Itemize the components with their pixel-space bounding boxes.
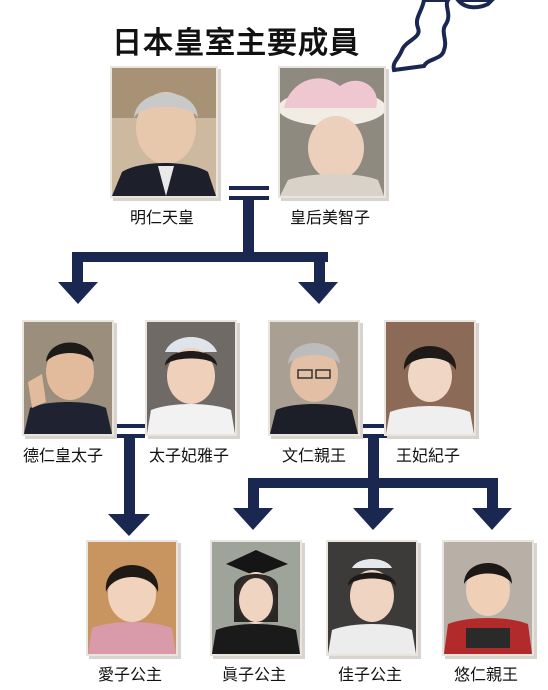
name-aiko: 愛子公主 [97, 665, 162, 684]
portrait-naruhito-image [24, 322, 112, 434]
portrait-hisahito-image [444, 542, 532, 654]
arrow-to-fumihito [298, 282, 338, 304]
arrow-to-aiko [108, 514, 150, 536]
photo-naruhito [22, 320, 114, 436]
arrow-to-mako [233, 508, 273, 530]
photo-aiko [86, 540, 178, 656]
portrait-michiko-image [280, 68, 384, 196]
portrait-kako-image [328, 542, 416, 654]
portrait-fumihito-image [270, 322, 358, 434]
name-akihito: 明仁天皇 [129, 208, 194, 227]
name-masako: 太子妃雅子 [148, 446, 229, 465]
photo-akihito [110, 66, 218, 198]
name-naruhito: 德仁皇太子 [22, 446, 103, 465]
photo-mako [210, 540, 302, 656]
portrait-kiko-image [386, 322, 474, 434]
name-kako: 佳子公主 [337, 665, 402, 684]
connector-gen1-bar [72, 252, 328, 262]
name-hisahito: 悠仁親王 [453, 665, 518, 684]
name-michiko: 皇后美智子 [289, 208, 370, 227]
photo-michiko [278, 66, 386, 198]
chart-title: 日本皇室主要成員 [112, 26, 360, 61]
portrait-aiko-image [88, 542, 176, 654]
photo-kiko [384, 320, 476, 436]
marriage-mark-fumihito-kiko [359, 424, 389, 428]
connector-gen1-drop [243, 200, 254, 256]
arrow-to-hisahito [472, 508, 512, 530]
marriage-mark-akihito-michiko [229, 186, 269, 190]
photo-hisahito [442, 540, 534, 656]
photo-masako [145, 320, 237, 436]
name-mako: 眞子公主 [221, 665, 286, 684]
name-fumihito: 文仁親王 [281, 446, 346, 465]
photo-fumihito [268, 320, 360, 436]
portrait-mako-image [212, 542, 300, 654]
photo-kako [326, 540, 418, 656]
connector-to-aiko [124, 438, 135, 514]
marriage-mark-naruhito-masako [115, 424, 145, 428]
portrait-masako-image [147, 322, 235, 434]
arrow-to-naruhito [58, 282, 98, 304]
name-kiko: 王妃紀子 [395, 446, 460, 465]
portrait-akihito-image [112, 68, 216, 196]
japan-map-outline [391, 0, 495, 73]
arrow-to-kako [353, 508, 394, 530]
connector-gen2-drop [368, 438, 379, 482]
